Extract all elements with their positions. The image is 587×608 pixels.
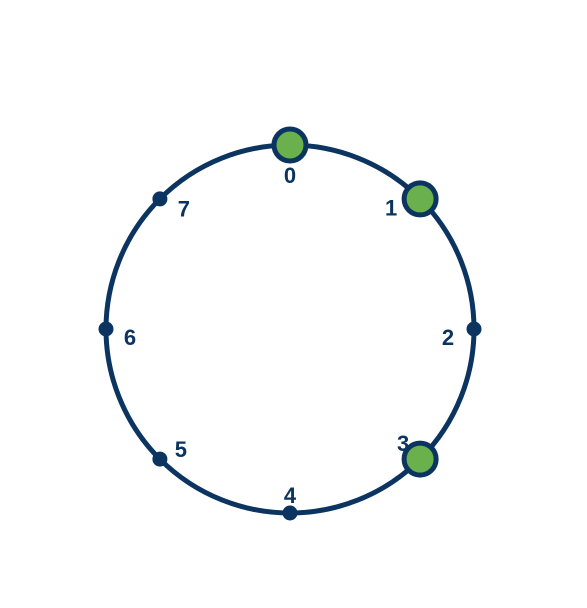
ring-node-0: 0 bbox=[271, 126, 309, 188]
node-dot bbox=[282, 505, 298, 521]
node-dot bbox=[466, 321, 482, 337]
nodes-layer: 0 1 2 3 4 5 6 7 bbox=[98, 126, 482, 521]
node-label: 3 bbox=[397, 431, 409, 456]
active-node-marker bbox=[401, 440, 439, 478]
ring-node-3: 3 bbox=[397, 431, 439, 478]
ring-node-7: 7 bbox=[152, 191, 190, 222]
node-label: 5 bbox=[175, 437, 187, 462]
ring-node-4: 4 bbox=[282, 483, 298, 521]
node-label: 0 bbox=[284, 163, 296, 188]
ring-node-5: 5 bbox=[152, 437, 187, 467]
node-label: 7 bbox=[178, 197, 190, 222]
node-dot bbox=[152, 451, 168, 467]
active-node-marker bbox=[271, 126, 309, 164]
ring-node-2: 2 bbox=[442, 321, 482, 350]
node-label: 6 bbox=[124, 325, 136, 350]
active-node-marker bbox=[401, 180, 439, 218]
ring-node-6: 6 bbox=[98, 321, 136, 350]
node-label: 2 bbox=[442, 325, 454, 350]
ring-node-1: 1 bbox=[385, 180, 439, 221]
node-dot bbox=[152, 191, 168, 207]
node-label: 4 bbox=[284, 483, 297, 508]
node-dot bbox=[98, 321, 114, 337]
node-label: 1 bbox=[385, 196, 397, 221]
